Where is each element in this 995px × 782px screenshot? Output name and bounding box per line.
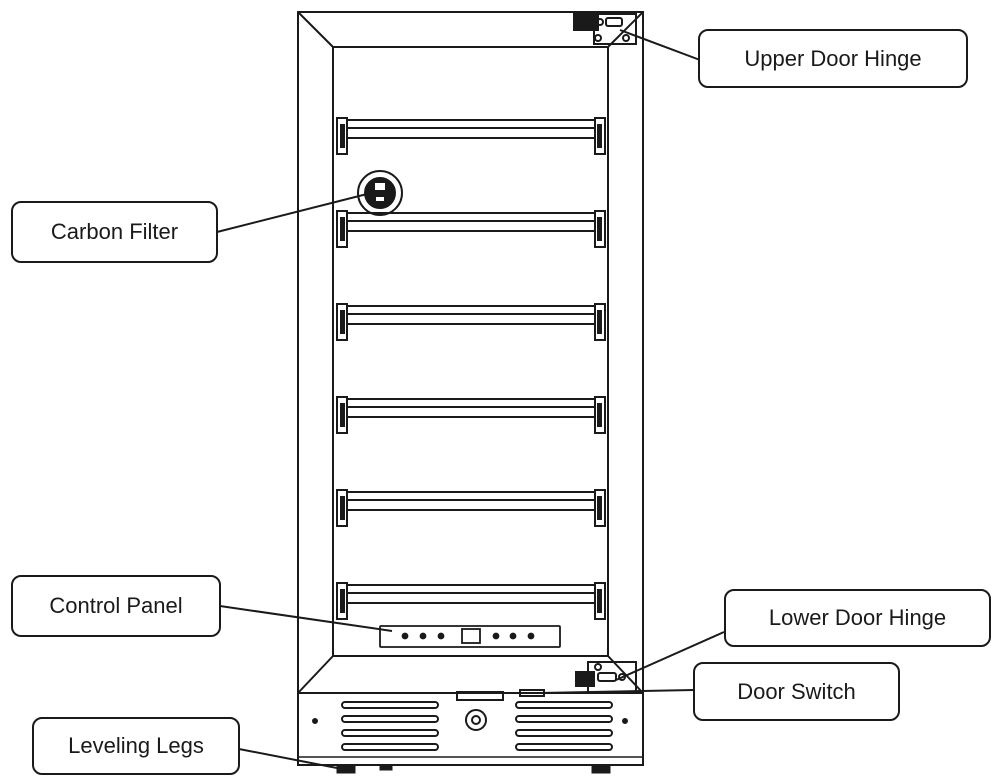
- door-switch-label: Door Switch: [693, 662, 900, 721]
- leader-lower-hinge: [615, 631, 725, 681]
- door-window: [332, 46, 609, 657]
- control-panel-text: Control Panel: [49, 593, 183, 618]
- shelf: [336, 303, 606, 341]
- leveling-legs-part: [336, 764, 611, 774]
- shelf: [336, 396, 606, 434]
- shelf-bracket-clip: [340, 589, 345, 613]
- shelf-bracket-clip: [340, 310, 345, 334]
- shelf-bracket-clip: [597, 217, 602, 241]
- bevel-line: [297, 11, 334, 48]
- leveling-legs-text: Leveling Legs: [68, 733, 204, 758]
- carbon-filter-label: Carbon Filter: [11, 201, 218, 263]
- wire-shelves: [336, 117, 606, 620]
- leveling-legs-label: Leveling Legs: [32, 717, 240, 775]
- shelf-bracket-clip: [340, 124, 345, 148]
- leader-upper-hinge: [619, 29, 701, 61]
- upper-hinge-part: [573, 13, 637, 45]
- shelf: [336, 489, 606, 527]
- vent-slot-right: [515, 715, 613, 723]
- shelf-bracket-clip: [597, 124, 602, 148]
- leader-control-panel: [219, 605, 393, 632]
- shelf-bracket-clip: [597, 403, 602, 427]
- leader-leveling-legs: [238, 748, 338, 769]
- upper-door-hinge-text: Upper Door Hinge: [744, 45, 922, 71]
- carbon-filter-text: Carbon Filter: [50, 219, 179, 244]
- vent-slot-left: [341, 701, 439, 709]
- carbon-filter-part: [357, 170, 403, 216]
- bevel-line: [297, 655, 334, 694]
- vent-slot-left: [341, 715, 439, 723]
- lower-door-hinge-label: Lower Door Hinge: [724, 589, 991, 647]
- shelf: [336, 582, 606, 620]
- control-panel-part: [379, 625, 561, 648]
- base-details: [312, 691, 628, 731]
- control-panel-label: Control Panel: [11, 575, 221, 637]
- vent-grilles: [341, 701, 613, 751]
- leader-lines: [216, 29, 725, 769]
- shelf-bracket-clip: [340, 496, 345, 520]
- shelf-bracket-clip: [597, 310, 602, 334]
- leader-carbon-filter: [216, 192, 372, 233]
- shelf-bracket-clip: [597, 496, 602, 520]
- bevel-line: [607, 11, 644, 48]
- lower-door-hinge-text: Lower Door Hinge: [768, 605, 947, 630]
- vent-slot-left: [341, 743, 439, 751]
- cabinet-frame: [297, 11, 644, 694]
- shelf-bracket-clip: [340, 217, 345, 241]
- vent-slot-right: [515, 743, 613, 751]
- shelf-bracket-clip: [597, 589, 602, 613]
- upper-door-hinge-label: Upper Door Hinge: [698, 29, 968, 88]
- shelf: [336, 117, 606, 155]
- door-switch-text: Door Switch: [737, 678, 856, 704]
- vent-slot-right: [515, 729, 613, 737]
- leader-door-switch: [539, 689, 695, 694]
- shelf: [336, 210, 606, 248]
- shelf-bracket-clip: [340, 403, 345, 427]
- vent-slot-left: [341, 729, 439, 737]
- vent-slot-right: [515, 701, 613, 709]
